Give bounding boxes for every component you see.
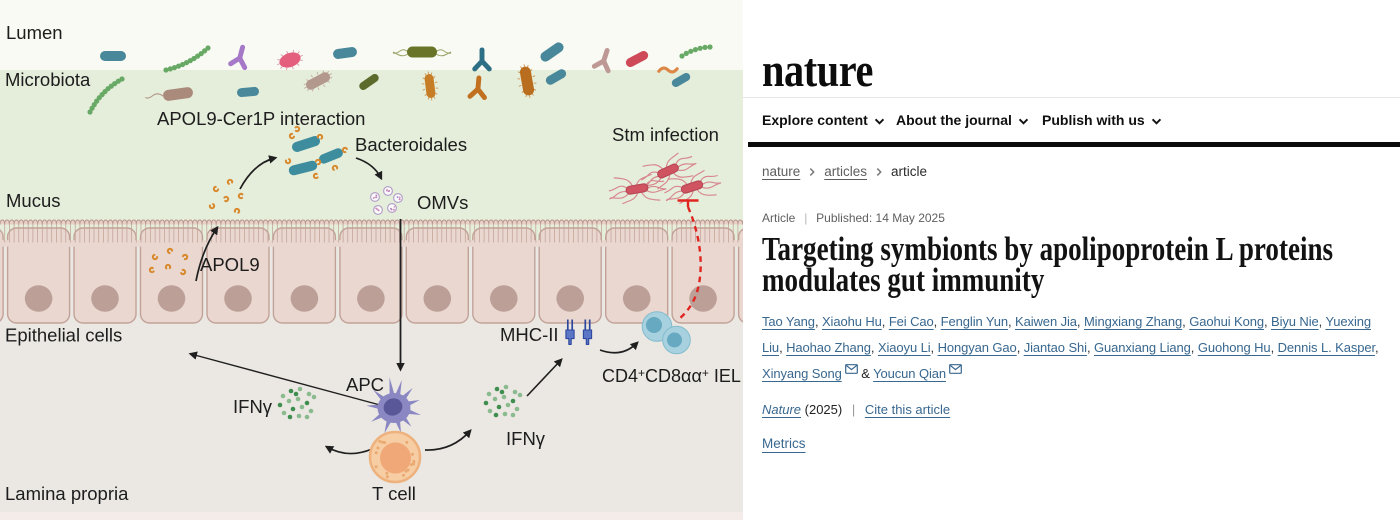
svg-text:APOL9-Cer1P interaction: APOL9-Cer1P interaction [157, 108, 365, 129]
svg-text:T cell: T cell [372, 483, 416, 504]
svg-text:Stm infection: Stm infection [612, 124, 719, 145]
svg-text:OMVs: OMVs [417, 192, 468, 213]
svg-text:CD4+CD8αα+ IEL: CD4+CD8αα+ IEL [602, 366, 741, 386]
svg-text:Bacteroidales: Bacteroidales [355, 134, 467, 155]
svg-text:MHC-II: MHC-II [500, 324, 559, 345]
svg-text:Mucus: Mucus [6, 190, 61, 211]
svg-text:IFNγ: IFNγ [506, 428, 546, 449]
svg-text:Epithelial cells: Epithelial cells [5, 325, 122, 346]
svg-text:Microbiota: Microbiota [5, 69, 91, 90]
svg-text:Lamina propria: Lamina propria [5, 483, 129, 504]
svg-text:APC: APC [346, 374, 384, 395]
svg-text:Lumen: Lumen [6, 22, 63, 43]
svg-text:IFNγ: IFNγ [233, 396, 273, 417]
svg-text:APOL9: APOL9 [200, 254, 260, 275]
